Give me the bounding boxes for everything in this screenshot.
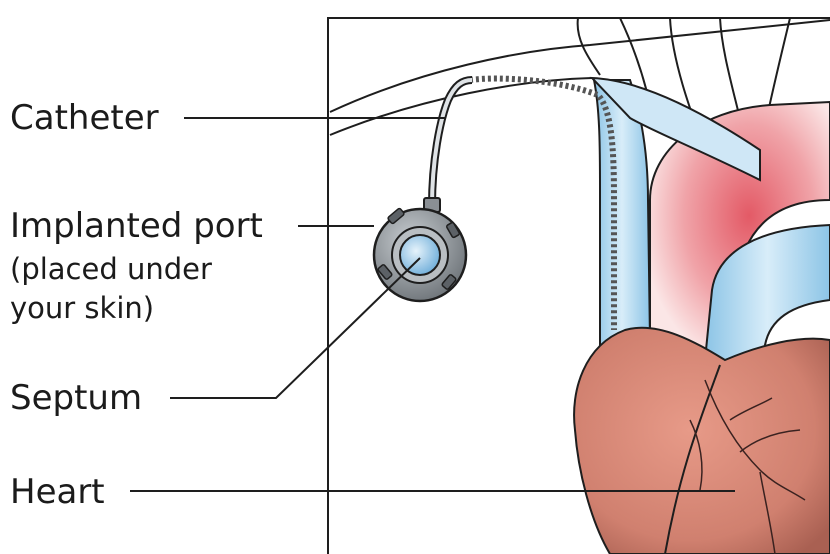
label-heart: Heart: [10, 472, 105, 512]
label-placed-under-line2: your skin): [10, 290, 154, 326]
label-implanted-port: Implanted port: [10, 206, 263, 246]
septum: [400, 235, 440, 275]
catheter-inner: [470, 79, 614, 330]
heart: [574, 328, 830, 554]
subclavian-vessel: [330, 20, 830, 112]
label-septum: Septum: [10, 378, 142, 418]
label-catheter: Catheter: [10, 98, 159, 138]
label-placed-under-line1: (placed under: [10, 251, 212, 287]
